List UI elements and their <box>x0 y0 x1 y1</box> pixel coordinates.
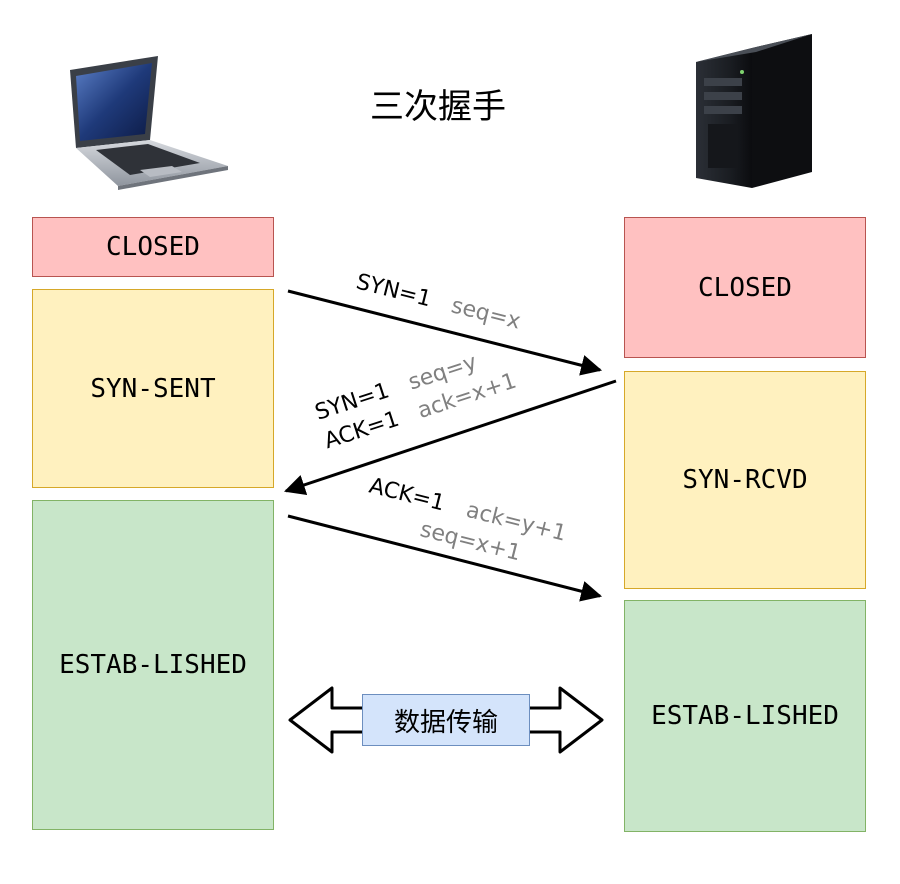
syn-params: seq=x <box>449 293 523 334</box>
ack-flags: ACK=1 <box>367 474 448 517</box>
syn-ack-label: SYN=1 seq=y ACK=1 ack=x+1 <box>312 350 519 454</box>
server-state-established: ESTAB-LISHED <box>624 600 866 832</box>
client-state-closed: CLOSED <box>32 217 274 277</box>
syn-arrow <box>287 289 603 376</box>
syn-label: SYN=1 seq=x <box>354 270 523 335</box>
client-state-syn-sent: SYN-SENT <box>32 289 274 488</box>
server-state-closed: CLOSED <box>624 217 866 358</box>
laptop-icon <box>70 56 228 190</box>
syn-flags: SYN=1 <box>354 270 434 313</box>
client-state-established: ESTAB-LISHED <box>32 500 274 830</box>
ack-arrow <box>287 514 603 602</box>
diagram-title: 三次握手 <box>370 87 506 127</box>
server-icon <box>696 34 812 188</box>
server-state-syn-rcvd: SYN-RCVD <box>624 371 866 589</box>
syn-ack-arrow <box>284 379 617 495</box>
data-transfer-label: 数据传输 <box>362 694 530 746</box>
